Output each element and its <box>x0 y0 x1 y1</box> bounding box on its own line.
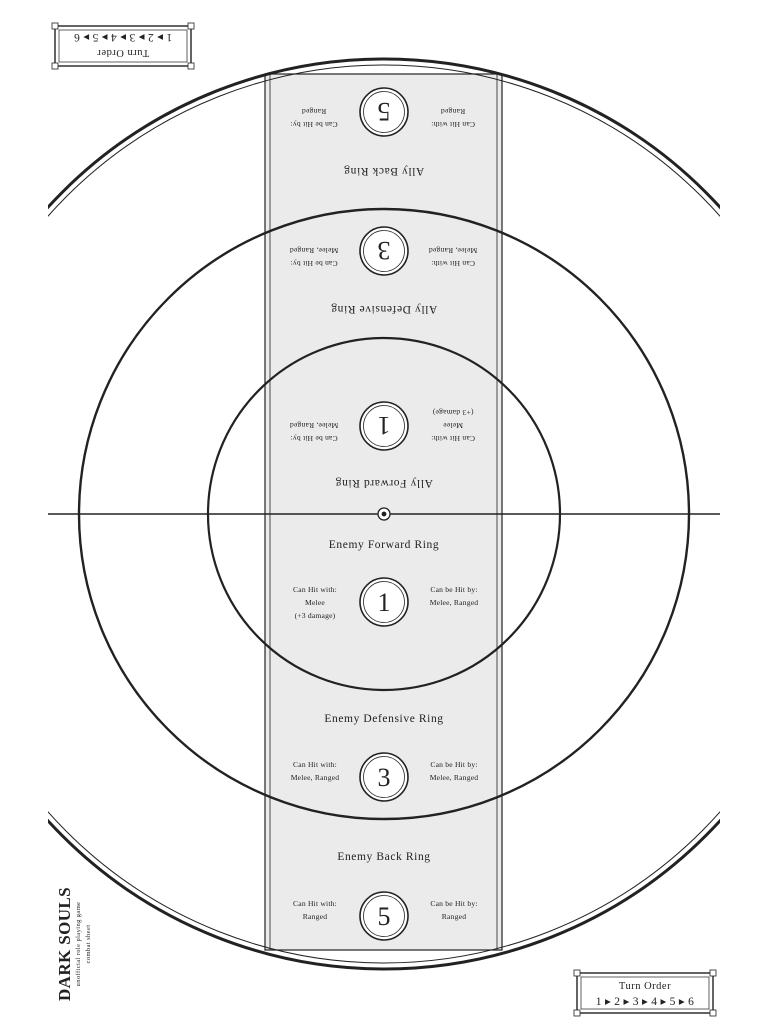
can-be-hit-by-label: Can be Hit by: <box>430 760 477 769</box>
turn-order-box-mirrored: Turn Order 1 ▸ 2 ▸ 3 ▸ 4 ▸ 5 ▸ 6 <box>51 22 195 70</box>
logo-title: DARK SOULS <box>55 887 74 1001</box>
can-hit-with-label: Can Hit with: <box>293 585 337 594</box>
order-number-badge: 3 <box>359 226 409 276</box>
can-be-hit-by-label: Can be Hit by: <box>430 899 477 908</box>
logo-sheet-label: combat sheet <box>85 925 92 964</box>
frame-corner <box>709 1009 717 1017</box>
ring-zone: Enemy Forward Ring 1 Can Hit with: Melee (+3… <box>293 539 479 627</box>
order-number-badge: 5 <box>359 87 409 137</box>
turn-order-label: Turn Order <box>97 47 149 58</box>
can-hit-with-value: Melee <box>305 598 325 607</box>
can-hit-with-label: Can Hit with: <box>431 259 475 268</box>
can-be-hit-by-value: Ranged <box>302 107 326 116</box>
can-hit-with-label: Can Hit with: <box>293 760 337 769</box>
frame-corner <box>573 1009 581 1017</box>
frame-corner <box>51 62 59 70</box>
can-be-hit-by-label: Can be Hit by: <box>290 120 337 129</box>
order-number: 1 <box>378 411 391 440</box>
can-hit-with-block: Can Hit with: Ranged <box>293 899 337 921</box>
can-be-hit-by-block: Can be Hit by: Melee, Ranged <box>290 246 339 268</box>
can-be-hit-by-label: Can be Hit by: <box>290 434 337 443</box>
turn-order-box: Turn Order 1 ▸ 2 ▸ 3 ▸ 4 ▸ 5 ▸ 6 <box>573 969 717 1017</box>
can-hit-with-value: Melee <box>443 421 463 430</box>
turn-order-label: Turn Order <box>619 981 671 992</box>
outer-ring-inner-line <box>48 64 720 964</box>
can-hit-with-value: (+3 damage) <box>432 408 473 417</box>
can-hit-with-block: Can Hit with: Melee (+3 damage) <box>293 585 337 620</box>
can-be-hit-by-value: Melee, Ranged <box>430 773 479 782</box>
order-number-badge: 3 <box>359 752 409 802</box>
ring-zone: Enemy Defensive Ring 3 Can Hit with: Melee,… <box>291 713 479 802</box>
can-be-hit-by-value: Melee, Ranged <box>290 421 339 430</box>
can-be-hit-by-block: Can be Hit by: Ranged <box>290 107 337 129</box>
can-hit-with-block: Can Hit with: Melee, Ranged <box>291 760 340 782</box>
can-hit-with-value: Ranged <box>303 912 327 921</box>
ring-title: Enemy Defensive Ring <box>324 713 443 725</box>
turn-order-sequence: 1 ▸ 2 ▸ 3 ▸ 4 ▸ 5 ▸ 6 <box>596 996 694 1008</box>
ring-title: Enemy Forward Ring <box>329 539 439 551</box>
outer-ring <box>48 57 720 971</box>
can-hit-with-label: Can Hit with: <box>293 899 337 908</box>
center-marker <box>377 507 391 521</box>
can-be-hit-by-block: Can be Hit by: Ranged <box>430 899 477 921</box>
frame-corner <box>187 22 195 30</box>
order-number-badge: 5 <box>359 891 409 941</box>
can-hit-with-block: Can Hit with: Ranged <box>431 107 475 129</box>
order-number: 5 <box>378 902 391 931</box>
frame-corner <box>709 969 717 977</box>
ring-title: Ally Forward Ring <box>335 477 433 489</box>
order-number: 3 <box>378 763 391 792</box>
can-hit-with-value: Melee, Ranged <box>429 246 478 255</box>
can-be-hit-by-label: Can be Hit by: <box>290 259 337 268</box>
can-hit-with-label: Can Hit with: <box>431 120 475 129</box>
can-hit-with-value: Ranged <box>441 107 465 116</box>
can-be-hit-by-block: Can be Hit by: Melee, Ranged <box>290 421 339 443</box>
frame-corner <box>573 969 581 977</box>
can-hit-with-block: Can Hit with: Melee (+3 damage) <box>431 408 475 443</box>
dark-souls-logo: DARK SOULS unofficial role playing game … <box>55 887 92 1001</box>
ring-title: Ally Defensive Ring <box>331 303 438 315</box>
can-be-hit-by-block: Can be Hit by: Melee, Ranged <box>430 760 479 782</box>
can-be-hit-by-block: Can be Hit by: Melee, Ranged <box>430 585 479 607</box>
turn-order-sequence: 1 ▸ 2 ▸ 3 ▸ 4 ▸ 5 ▸ 6 <box>74 31 172 43</box>
can-be-hit-by-label: Can be Hit by: <box>430 585 477 594</box>
ring-title: Enemy Back Ring <box>337 851 430 863</box>
logo-subtitle: unofficial role playing game <box>75 902 82 987</box>
frame-corner <box>51 22 59 30</box>
frame-corner <box>187 62 195 70</box>
can-be-hit-by-value: Melee, Ranged <box>430 598 479 607</box>
range-rings <box>48 57 720 971</box>
can-be-hit-by-value: Ranged <box>442 912 466 921</box>
can-hit-with-block: Can Hit with: Melee, Ranged <box>429 246 478 268</box>
ring-title: Ally Back Ring <box>344 165 425 177</box>
can-hit-with-label: Can Hit with: <box>431 434 475 443</box>
can-hit-with-value: Melee, Ranged <box>291 773 340 782</box>
order-number-badge: 1 <box>359 577 409 627</box>
order-number: 5 <box>378 97 391 126</box>
order-number: 3 <box>378 236 391 265</box>
can-be-hit-by-value: Melee, Ranged <box>290 246 339 255</box>
order-number-badge: 1 <box>359 401 409 451</box>
can-hit-with-value: (+3 damage) <box>295 611 336 620</box>
order-number: 1 <box>378 588 391 617</box>
